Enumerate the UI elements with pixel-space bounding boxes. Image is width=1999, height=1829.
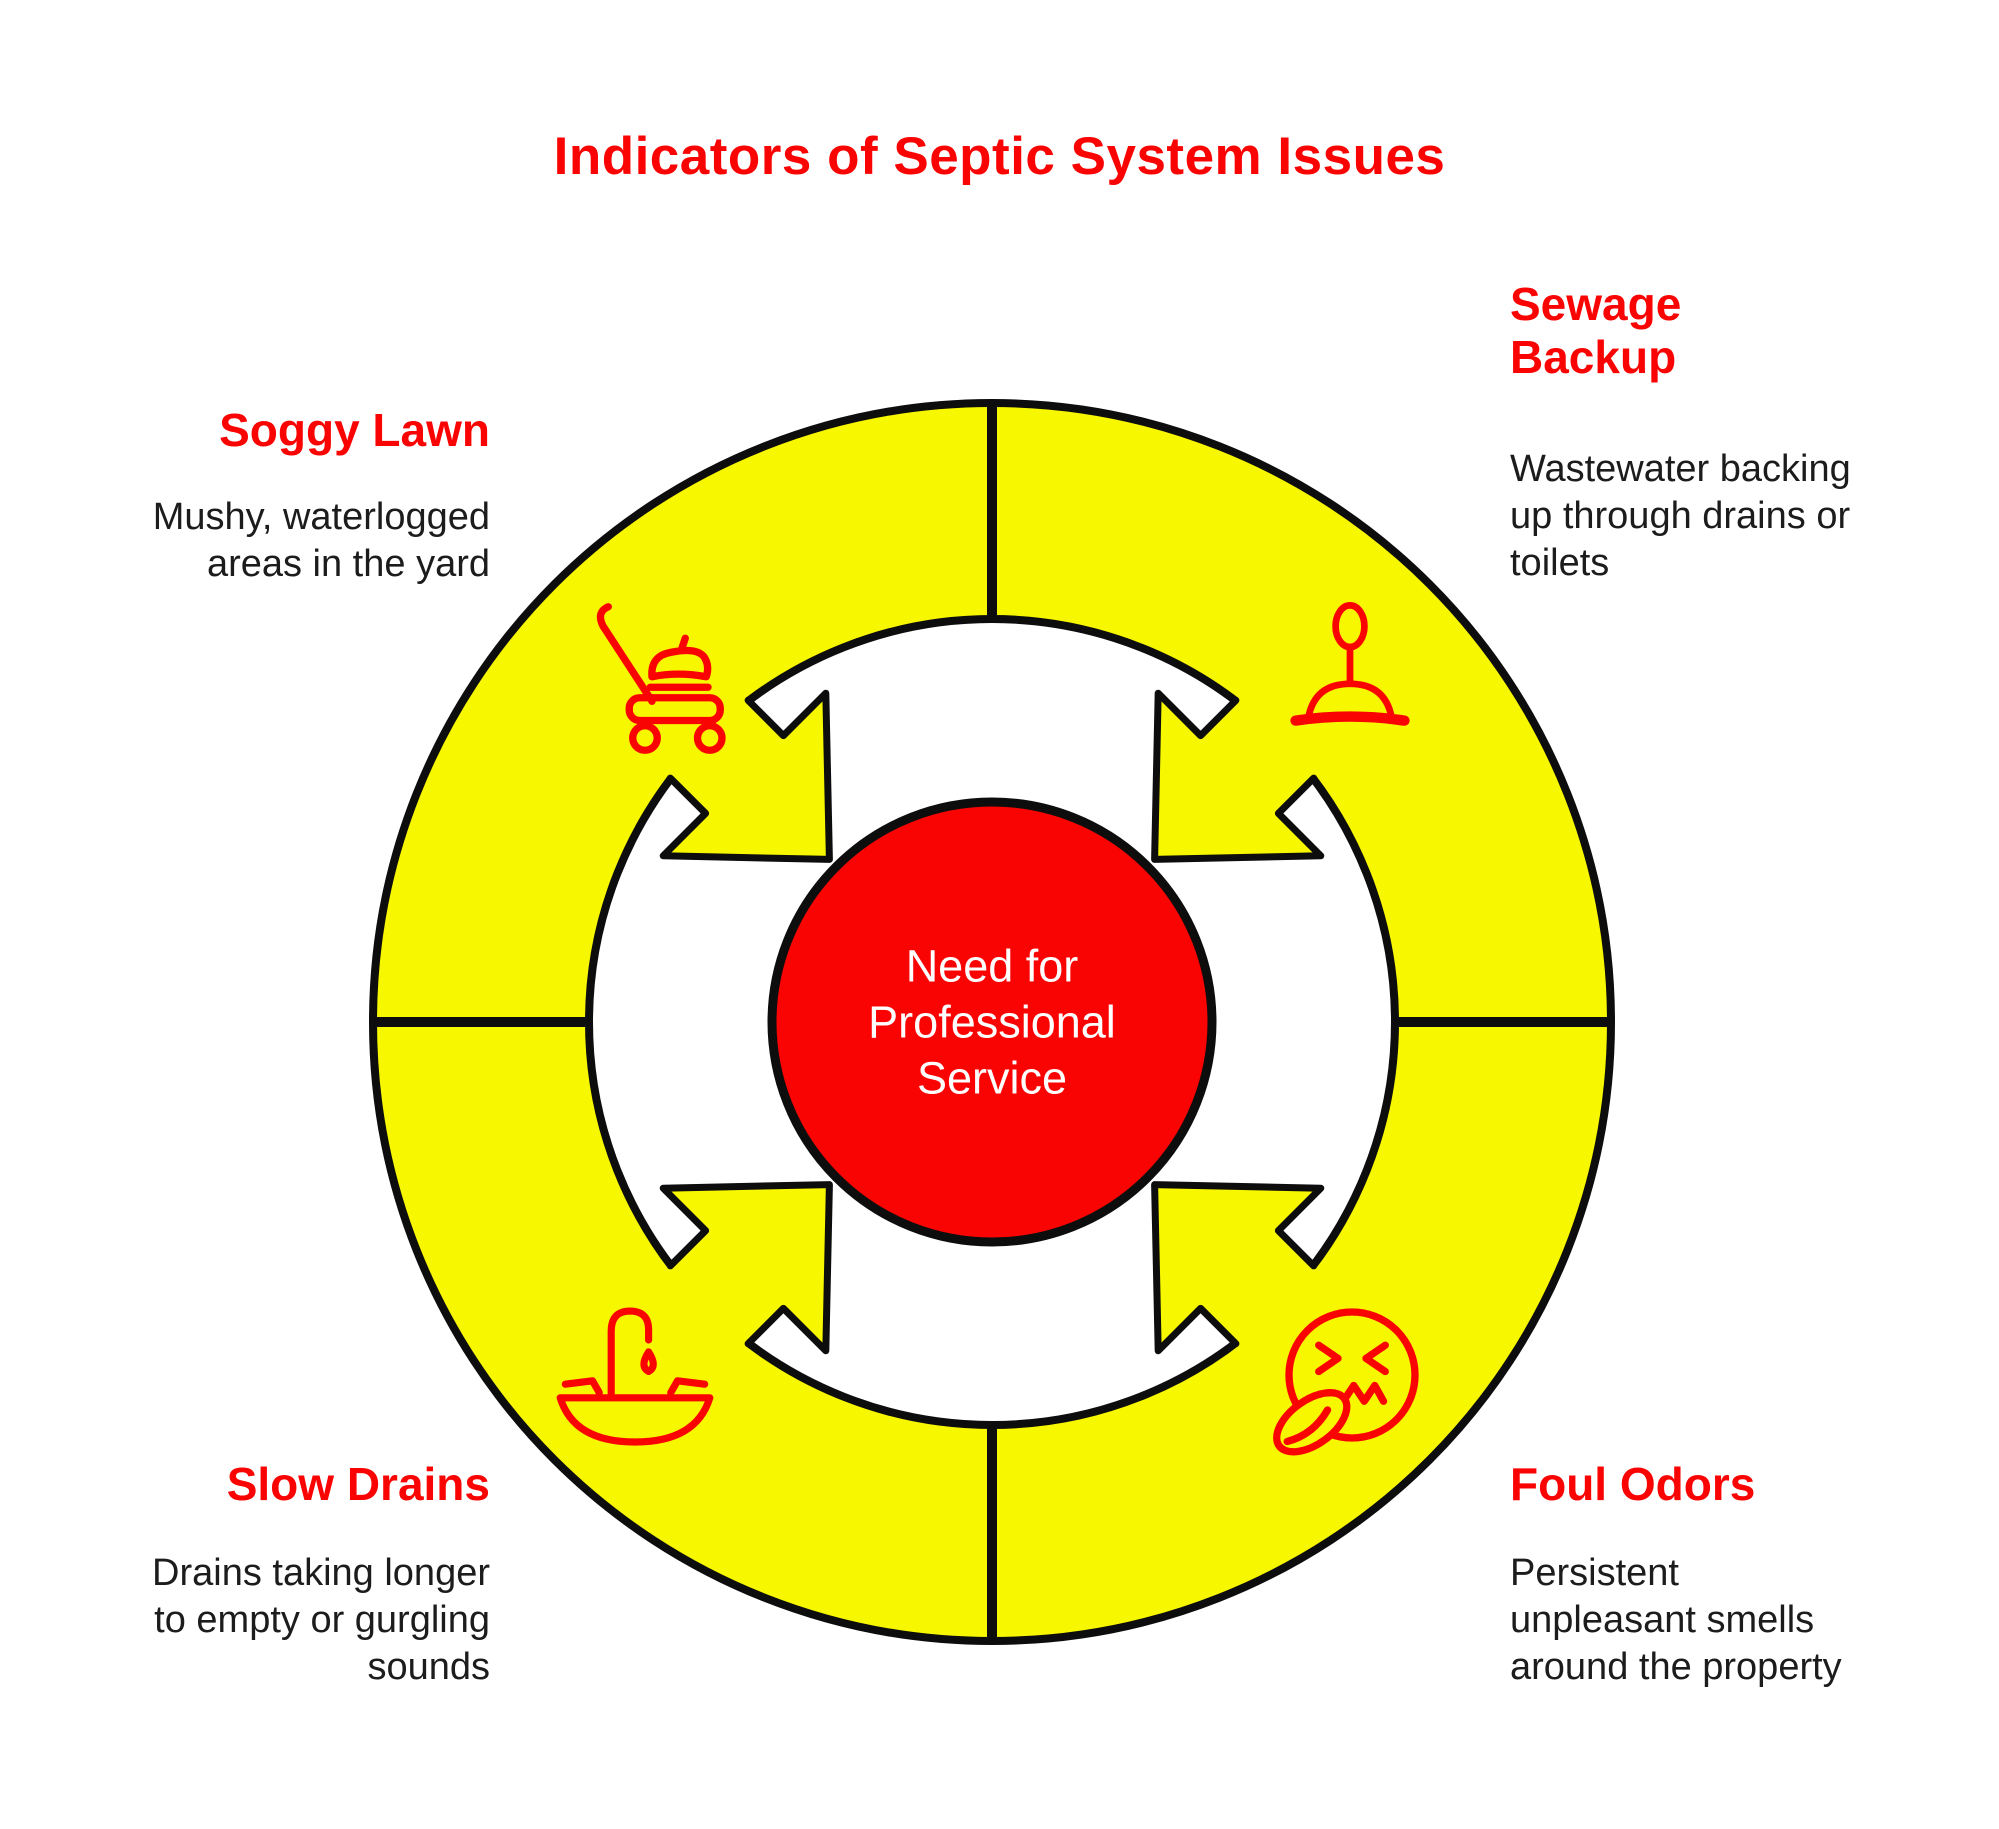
- center-label: Need for Professional Service: [868, 940, 1116, 1103]
- stink-face-icon: [1273, 1308, 1419, 1456]
- arrow-southeast: [1151, 1181, 1339, 1369]
- sink-drip-icon: [556, 1307, 714, 1446]
- lawn-mower-icon: [596, 603, 726, 754]
- center-circle: [767, 797, 1217, 1247]
- heading-slow-drains: Slow Drains: [226, 1458, 490, 1510]
- description-sewage-backup: Wastewater backing up through drains or …: [1510, 448, 1851, 585]
- arrow-southwest: [645, 1181, 833, 1369]
- plunger-icon: [1290, 602, 1410, 726]
- heading-foul-odors: Foul Odors: [1510, 1458, 1756, 1510]
- description-foul-odors: Persistent unpleasant smells around the …: [1510, 1552, 1842, 1689]
- description-soggy-lawn: Mushy, waterlogged areas in the yard: [152, 496, 490, 586]
- heading-sewage-backup: Sewage Backup: [1510, 278, 1682, 383]
- heading-soggy-lawn: Soggy Lawn: [219, 404, 490, 456]
- page-title: Indicators of Septic System Issues: [553, 127, 1446, 186]
- description-slow-drains: Drains taking longer to empty or gurglin…: [152, 1552, 490, 1689]
